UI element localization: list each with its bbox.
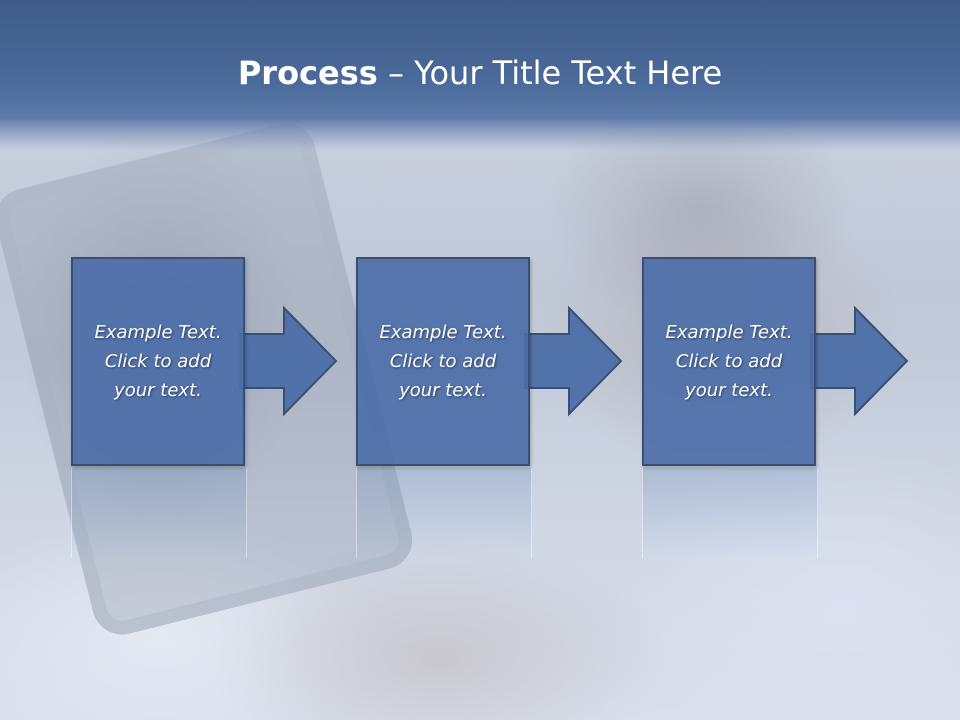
arrow-right-icon	[810, 305, 909, 417]
step-1-text: Example Text. Click to add your text.	[94, 322, 222, 401]
process-step-3[interactable]: Example Text. Click to add your text.	[642, 257, 816, 466]
title-rest-part: – Your Title Text Here	[377, 54, 723, 92]
step-2-text: Example Text. Click to add your text.	[379, 322, 507, 401]
step-reflection	[642, 468, 818, 558]
step-reflection	[356, 468, 532, 558]
process-step-2[interactable]: Example Text. Click to add your text.	[356, 257, 530, 466]
step-reflection	[71, 468, 247, 558]
slide-title[interactable]: Process – Your Title Text Here	[0, 54, 960, 92]
arrow-right-icon	[524, 305, 623, 417]
title-strong-part: Process	[237, 54, 378, 92]
title-bar: Process – Your Title Text Here	[0, 0, 960, 150]
arrow-right-icon	[239, 305, 338, 417]
process-step-1[interactable]: Example Text. Click to add your text.	[71, 257, 245, 466]
step-3-text: Example Text. Click to add your text.	[665, 322, 793, 401]
